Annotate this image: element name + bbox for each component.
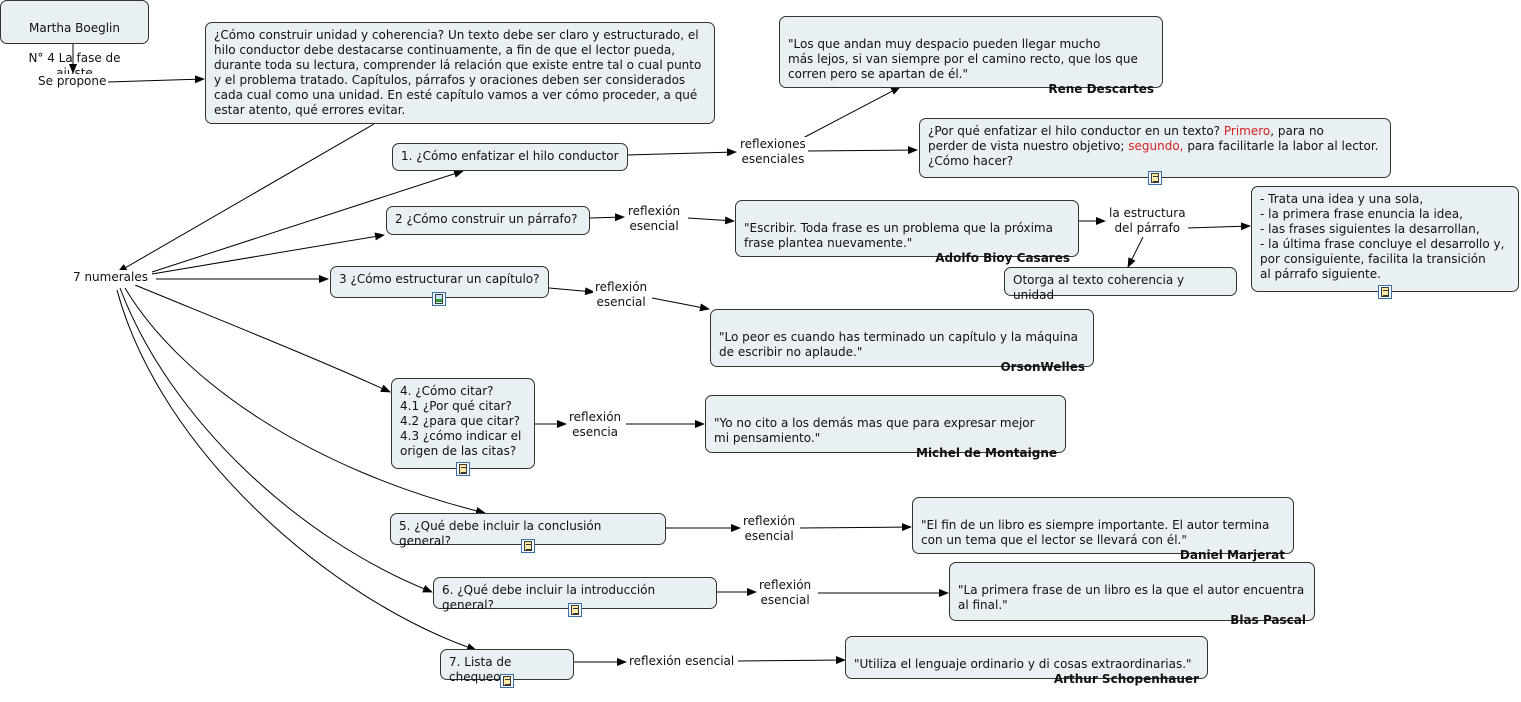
item-2-reflection-label: reflexión esencial	[626, 204, 683, 234]
quote-marjerat-text: "El fin de un libro es siempre important…	[921, 518, 1270, 547]
why-emphasize-node[interactable]: ¿Por qué enfatizar el hilo conductor en …	[919, 118, 1391, 178]
item-5-reflection-label: reflexión esencial	[741, 514, 798, 544]
why-part-5: para facilitarle la labor al lector. ¿Có…	[928, 139, 1379, 168]
why-part-3: , para no perder de vista nuestro objeti…	[928, 124, 1324, 153]
item-1-node[interactable]: 1. ¿Cómo enfatizar el hilo conductor	[392, 143, 628, 171]
why-part-1: ¿Por qué enfatizar el hilo conductor en …	[928, 124, 1224, 138]
note-icon[interactable]	[521, 539, 535, 553]
title-line1: Martha Boeglin	[29, 21, 120, 35]
item-3-reflection-label: reflexión esencial	[593, 280, 650, 310]
quote-marjerat-node[interactable]: "El fin de un libro es siempre important…	[912, 497, 1294, 562]
quote-descartes-node[interactable]: "Los que andan muy despacio pueden llega…	[779, 16, 1163, 96]
why-second-highlight: segundo,	[1128, 139, 1184, 153]
title-node[interactable]: Martha Boeglin N° 4 La fase de ajuste	[0, 0, 149, 80]
item-6-reflection-label: reflexión esencial	[757, 578, 814, 608]
quote-bioy-node[interactable]: "Escribir. Toda frase es un problema que…	[735, 200, 1079, 265]
quote-pascal-node[interactable]: "La primera frase de un libro es la que …	[949, 562, 1315, 627]
propose-label: Se propone	[36, 74, 109, 89]
structure-list-node[interactable]: - Trata una idea y una sola, - la primer…	[1251, 186, 1519, 292]
note-icon[interactable]	[1378, 285, 1392, 299]
intro-node[interactable]: ¿Cómo construir unidad y coherencia? Un …	[205, 22, 715, 124]
note-icon[interactable]	[456, 462, 470, 476]
quote-schopenhauer-text: "Utiliza el lenguaje ordinario y di cosa…	[854, 657, 1192, 671]
note-icon[interactable]	[1148, 171, 1162, 185]
quote-marjerat-author: Daniel Marjerat	[1179, 548, 1285, 562]
image-icon[interactable]	[432, 292, 446, 306]
quote-schopenhauer-node[interactable]: "Utiliza el lenguaje ordinario y di cosa…	[845, 636, 1208, 686]
paragraph-structure-label: la estructura del párrafo	[1107, 206, 1188, 236]
note-icon[interactable]	[500, 674, 514, 688]
quote-descartes-text: "Los que andan muy despacio pueden llega…	[788, 37, 1138, 81]
quote-schopenhauer-author: Arthur Schopenhauer	[1053, 672, 1199, 686]
item-2-node[interactable]: 2 ¿Cómo construir un párrafo?	[386, 206, 590, 235]
quote-bioy-text: "Escribir. Toda frase es un problema que…	[744, 221, 1053, 250]
item-1-reflection-label: reflexiones esenciales	[738, 137, 808, 167]
quote-montaigne-text: "Yo no cito a los demás mas que para exp…	[714, 416, 1035, 445]
item-4-reflection-label: reflexión esencia	[567, 410, 624, 440]
quote-welles-author: OrsonWelles	[1000, 360, 1085, 374]
quote-pascal-author: Blas Pascal	[1230, 613, 1306, 627]
quote-welles-text: "Lo peor es cuando has terminado un capí…	[719, 330, 1078, 359]
why-first-highlight: Primero	[1223, 124, 1271, 138]
quote-welles-node[interactable]: "Lo peor es cuando has terminado un capí…	[710, 309, 1094, 374]
quote-descartes-author: Rene Descartes	[1048, 82, 1154, 96]
item-7-reflection-label: reflexión esencial	[627, 654, 737, 669]
quote-montaigne-author: Michel de Montaigne	[916, 446, 1057, 460]
quote-montaigne-node[interactable]: "Yo no cito a los demás mas que para exp…	[705, 395, 1066, 460]
note-icon[interactable]	[568, 603, 582, 617]
quote-bioy-author: Adolfo Bioy Casares	[935, 251, 1070, 265]
item-4-node[interactable]: 4. ¿Cómo citar? 4.1 ¿Por qué citar? 4.2 …	[391, 378, 535, 469]
numerales-label: 7 numerales	[71, 270, 150, 285]
coherence-node[interactable]: Otorga al texto coherencia y unidad	[1004, 267, 1237, 302]
quote-pascal-text: "La primera frase de un libro es la que …	[958, 583, 1305, 612]
